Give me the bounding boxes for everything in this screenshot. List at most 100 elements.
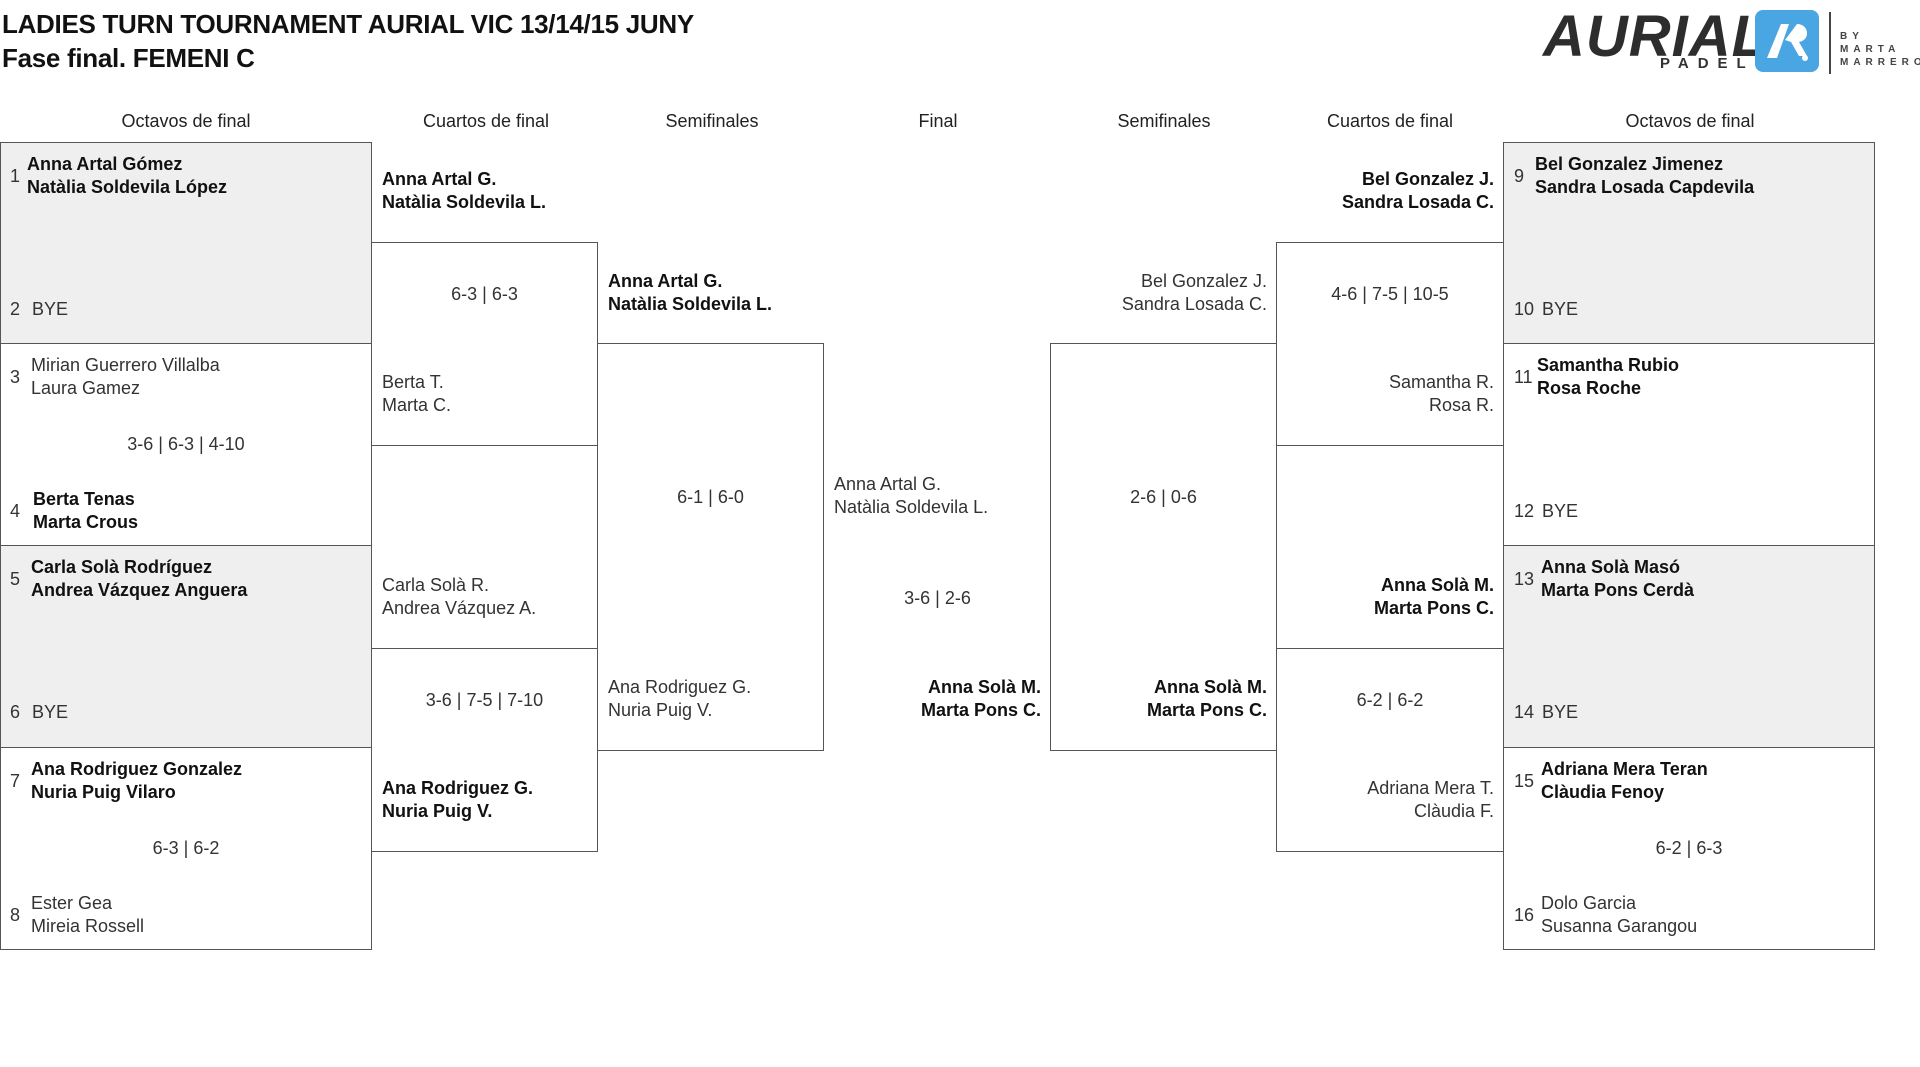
header-left-qf: Cuartos de final xyxy=(422,111,550,131)
team-name: Ester Gea Mireia Rossell xyxy=(31,892,144,938)
seed-number: 9 xyxy=(1514,166,1525,186)
player-name: Bel Gonzalez Jimenez xyxy=(1535,154,1724,174)
phase-subtitle: Fase final. FEMENI C xyxy=(2,43,255,73)
seed-number: 7 xyxy=(10,771,21,791)
seed-number: 3 xyxy=(10,367,21,387)
seed-number: 5 xyxy=(10,569,21,589)
team-name: Anna Artal G. Natàlia Soldevila L. xyxy=(382,168,546,214)
final-score: 3-6 | 2-6 xyxy=(904,588,971,608)
player-name: Anna Solà M. xyxy=(927,677,1041,697)
seed-number: 10 xyxy=(1514,299,1535,319)
player-name: Sandra Losada Capdevila xyxy=(1535,177,1755,197)
header-right-sf: Semifinales xyxy=(1117,111,1211,131)
match-score: 6-3 | 6-3 xyxy=(451,284,518,304)
bye-label: BYE xyxy=(1542,299,1579,319)
player-name: Andrea Vázquez Anguera xyxy=(31,580,248,600)
player-name: Adriana Mera Teran xyxy=(1541,759,1708,779)
player-name: Carla Solà R. xyxy=(382,575,490,595)
player-name: Laura Gamez xyxy=(31,378,141,398)
player-name: Ana Rodriguez G. xyxy=(382,778,534,798)
player-name: Rosa Roche xyxy=(1537,378,1642,398)
seed-number: 8 xyxy=(10,905,21,925)
match-score: 6-2 | 6-3 xyxy=(1655,838,1723,858)
team-name: Mirian Guerrero Villalba Laura Gamez xyxy=(31,354,220,400)
player-name: Bel Gonzalez J. xyxy=(1140,271,1267,291)
team-name: Anna Solà M. Marta Pons C. xyxy=(1276,574,1494,620)
r16-match-7-box xyxy=(1503,545,1875,748)
bye-label: BYE xyxy=(32,702,69,722)
sf-left-box xyxy=(597,343,824,751)
seed-number: 13 xyxy=(1514,569,1535,589)
team-name: Ana Rodriguez Gonzalez Nuria Puig Vilaro xyxy=(31,758,242,804)
team-name: Anna Solà M. Marta Pons C. xyxy=(824,676,1041,722)
player-name: Clàudia Fenoy xyxy=(1541,782,1665,802)
team-name: Adriana Mera Teran Clàudia Fenoy xyxy=(1541,758,1708,804)
tournament-title: LADIES TURN TOURNAMENT AURIAL VIC 13/14/… xyxy=(2,9,694,39)
seed-number: 1 xyxy=(10,166,21,186)
player-name: Natàlia Soldevila L. xyxy=(834,497,989,517)
team-name: Berta T. Marta C. xyxy=(382,371,451,417)
player-name: Berta Tenas xyxy=(33,489,135,509)
player-name: Marta Crous xyxy=(33,512,139,532)
player-name: Marta C. xyxy=(382,395,452,415)
player-name: Samantha R. xyxy=(1388,372,1494,392)
team-name: Berta Tenas Marta Crous xyxy=(33,488,138,534)
header-final: Final xyxy=(918,111,958,131)
team-name: Bel Gonzalez Jimenez Sandra Losada Capde… xyxy=(1535,153,1754,199)
aurial-padel-logo: AURIAL PADEL BY MARTA MARRERO xyxy=(1540,8,1920,78)
bye-label: BYE xyxy=(1542,702,1579,722)
team-name: Anna Artal G. Natàlia Soldevila L. xyxy=(608,270,772,316)
player-name: Susanna Garangou xyxy=(1541,916,1698,936)
match-score: 6-3 | 6-2 xyxy=(152,838,220,858)
r16-match-8-box xyxy=(1503,747,1875,950)
header-right-qf: Cuartos de final xyxy=(1326,111,1454,131)
player-name: Nuria Puig V. xyxy=(382,801,493,821)
logo-divider xyxy=(1829,12,1831,74)
player-name: Marta Pons C. xyxy=(1146,700,1267,720)
seed-number: 6 xyxy=(10,702,21,722)
logo-byline-1: BY MARTA xyxy=(1840,31,1901,55)
team-name: Anna Artal Gómez Natàlia Soldevila López xyxy=(27,153,227,199)
team-name: Samantha R. Rosa R. xyxy=(1276,371,1494,417)
player-name: Andrea Vázquez A. xyxy=(382,598,537,618)
player-name: Anna Solà Masó xyxy=(1541,557,1681,577)
player-name: Mirian Guerrero Villalba xyxy=(31,355,220,375)
seed-number: 4 xyxy=(10,501,21,521)
r16-match-1-box xyxy=(0,142,372,344)
header-left-sf: Semifinales xyxy=(665,111,759,131)
seed-number: 12 xyxy=(1514,501,1535,521)
seed-number: 15 xyxy=(1514,771,1535,791)
player-name: Anna Solà M. xyxy=(1153,677,1267,697)
player-name: Natàlia Soldevila L. xyxy=(382,192,547,212)
match-score: 3-6 | 6-3 | 4-10 xyxy=(127,434,245,454)
seed-number: 11 xyxy=(1514,367,1533,387)
player-name: Sandra Losada C. xyxy=(1341,192,1494,212)
seed-number: 14 xyxy=(1514,702,1535,722)
player-name: Ana Rodriguez Gonzalez xyxy=(31,759,243,779)
player-name: Marta Pons C. xyxy=(920,700,1041,720)
match-score: 4-6 | 7-5 | 10-5 xyxy=(1331,284,1449,304)
team-name: Ana Rodriguez G. Nuria Puig V. xyxy=(608,676,751,722)
player-name: Anna Solà M. xyxy=(1380,575,1494,595)
team-name: Anna Artal G. Natàlia Soldevila L. xyxy=(834,473,988,519)
player-name: Anna Artal G. xyxy=(834,474,942,494)
player-name: Berta T. xyxy=(382,372,444,392)
player-name: Nuria Puig V. xyxy=(608,700,713,720)
player-name: Carla Solà Rodríguez xyxy=(31,557,213,577)
seed-number: 16 xyxy=(1514,905,1535,925)
team-name: Bel Gonzalez J. Sandra Losada C. xyxy=(1050,270,1267,316)
logo-subtitle: PADEL xyxy=(1660,55,1755,72)
bye-label: BYE xyxy=(1542,501,1579,521)
player-name: Anna Artal G. xyxy=(608,271,723,291)
team-name: Dolo Garcia Susanna Garangou xyxy=(1541,892,1697,938)
player-name: Adriana Mera T. xyxy=(1367,778,1494,798)
match-score: 6-1 | 6-0 xyxy=(677,487,744,507)
player-name: Marta Pons Cerdà xyxy=(1541,580,1695,600)
player-name: Nuria Puig Vilaro xyxy=(31,782,176,802)
player-name: Samantha Rubio xyxy=(1537,355,1680,375)
player-name: Sandra Losada C. xyxy=(1121,294,1267,314)
player-name: Bel Gonzalez J. xyxy=(1361,169,1494,189)
seed-number: 2 xyxy=(10,299,21,319)
logo-wordmark: AURIAL xyxy=(1543,4,1769,69)
logo-byline-2: MARRERO xyxy=(1840,57,1920,68)
